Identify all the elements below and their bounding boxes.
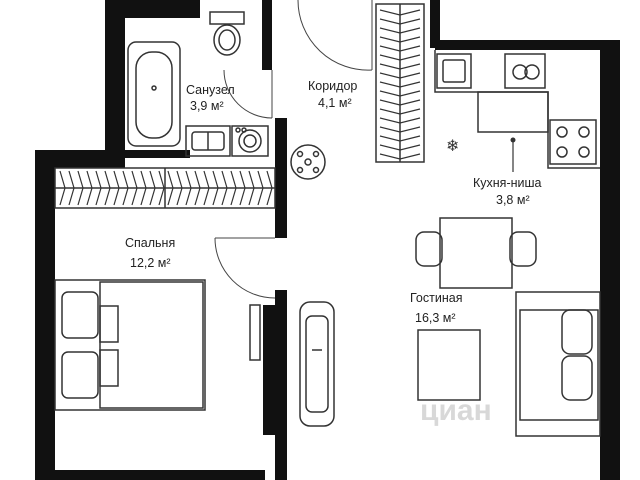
corridor-wardrobe-hangers [379,9,421,160]
tv-unit [249,301,335,427]
toilet [209,11,245,56]
bathroom-area: 3,9 м² [190,99,224,113]
corridor-wardrobe [375,3,425,163]
corridor-area: 4,1 м² [318,96,352,110]
coffee-table [417,329,481,401]
doors [214,0,373,299]
bedroom-area: 12,2 м² [130,256,171,270]
corridor-name: Коридор [308,79,357,93]
coat-rack [290,144,326,180]
sink-cabinet [185,125,231,157]
walls [35,0,620,480]
kitchen-counter [434,50,600,169]
dining-table [415,217,537,289]
sofa [515,291,601,437]
living-name: Гостиная [410,291,462,305]
living-area: 16,3 м² [415,311,456,325]
bed [54,279,206,411]
bedroom-wardrobe-hangers [59,170,273,206]
kitchen-name: Кухня-ниша [473,176,542,190]
bedroom-name: Спальня [125,236,175,250]
fridge-snowflake-icon: ❄ [446,136,459,155]
watermark: циан [420,394,492,427]
kitchen-area: 3,8 м² [496,193,530,207]
washing-machine [231,125,269,157]
bathroom-name: Санузел [186,83,235,97]
bathtub [127,41,181,147]
